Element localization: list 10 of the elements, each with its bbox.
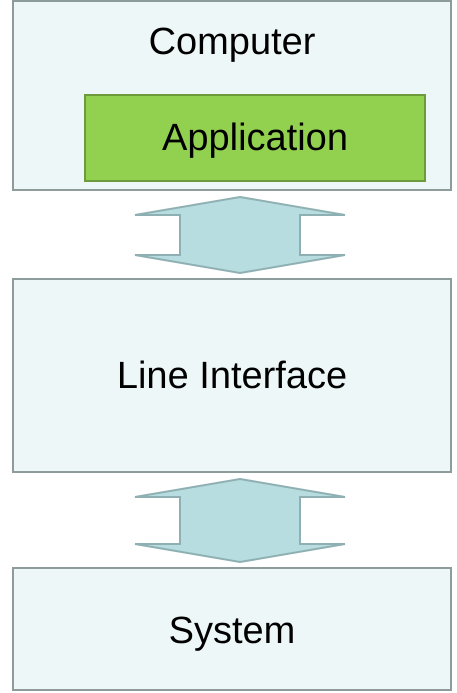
layer-box [12,278,452,473]
double-arrow [134,478,346,564]
component-box [84,94,426,182]
layer-label: Computer [148,20,316,64]
layer-box [12,567,452,691]
component-label: Application [161,116,349,160]
container-box [12,0,452,191]
layer-label: System [168,609,296,653]
layer-label: Line Interface [116,354,348,398]
double-arrow [134,196,346,274]
